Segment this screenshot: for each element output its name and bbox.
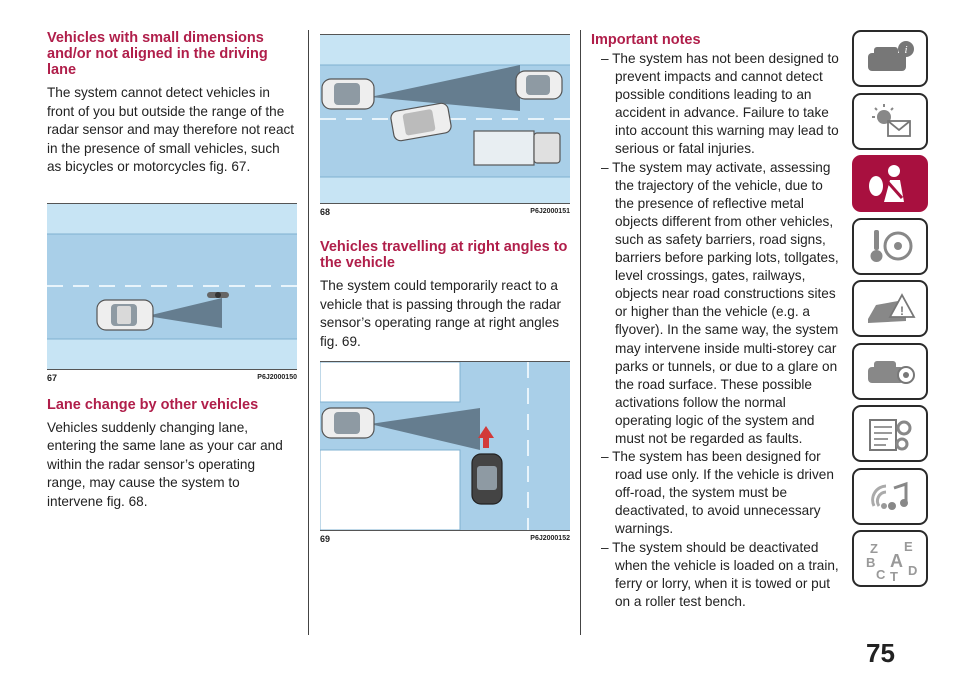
paragraph-lane-change: Vehicles suddenly changing lane, enterin… bbox=[47, 419, 283, 509]
paragraph-small-vehicles: The system cannot detect vehicles in fro… bbox=[47, 85, 295, 174]
index-letter: C bbox=[876, 567, 886, 581]
tab-starting-driving[interactable] bbox=[852, 217, 928, 275]
column-1: Vehicles with small dimensions and/or no… bbox=[47, 30, 297, 511]
tab-safety[interactable] bbox=[852, 155, 928, 212]
van-icon bbox=[390, 102, 452, 142]
heading-lane-change: Lane change by other vehicles bbox=[47, 396, 259, 413]
svg-text:!: ! bbox=[900, 304, 904, 318]
car-maintenance-icon bbox=[868, 361, 915, 384]
tab-servicing-care[interactable] bbox=[852, 342, 928, 400]
index-letter: B bbox=[866, 555, 875, 570]
tab-knowing-your-car[interactable]: i bbox=[852, 30, 928, 87]
figure-69-illustration bbox=[320, 362, 570, 530]
tab-warning-lights[interactable] bbox=[852, 92, 928, 150]
car-emergency-icon: ! bbox=[868, 292, 916, 323]
heading-important-notes: Important notes bbox=[591, 32, 701, 48]
figure-67-number: 67 bbox=[47, 372, 58, 383]
figure-68 bbox=[320, 34, 570, 204]
motorcycle-icon bbox=[207, 291, 229, 298]
car-icon bbox=[96, 298, 154, 331]
figure-67-code: P6J2000150 bbox=[257, 373, 297, 381]
key-steering-wheel-icon bbox=[870, 230, 913, 262]
chapter-sidebar: i ! bbox=[852, 30, 928, 593]
warning-lights-icon bbox=[872, 104, 911, 137]
column-2: 68 P6J2000151 Vehicles travelling at rig… bbox=[320, 34, 570, 544]
figure-67 bbox=[47, 202, 297, 370]
note-item: – The system has been designed for road … bbox=[601, 449, 834, 537]
tab-index[interactable]: Z E B A C D T bbox=[852, 530, 928, 587]
column-divider-2 bbox=[580, 30, 581, 635]
tab-technical-data[interactable] bbox=[852, 405, 928, 462]
index-letter: T bbox=[890, 569, 898, 581]
index-letter: D bbox=[908, 563, 917, 578]
car-icon bbox=[471, 453, 503, 505]
index-letter: E bbox=[904, 539, 913, 554]
tab-in-an-emergency[interactable]: ! bbox=[852, 280, 928, 337]
heading-right-angles: Vehicles travelling at right angles to t… bbox=[320, 239, 568, 271]
column-divider-1 bbox=[308, 30, 309, 635]
paragraph-right-angles: The system could temporarily react to a … bbox=[320, 278, 562, 349]
car-icon bbox=[321, 78, 375, 110]
figure-69 bbox=[320, 361, 570, 531]
heading-small-vehicles: Vehicles with small dimensions and/or no… bbox=[47, 30, 268, 78]
arrow-up-icon bbox=[478, 426, 494, 448]
index-letter: Z bbox=[870, 541, 878, 556]
figure-68-caption: 68 P6J2000151 bbox=[320, 207, 570, 217]
svg-text:i: i bbox=[904, 44, 907, 56]
column-3: Important notes – The system has not bee… bbox=[591, 32, 843, 611]
page-number: 75 bbox=[866, 638, 895, 668]
truck-icon bbox=[473, 130, 561, 166]
note-item: – The system may activate, assessing the… bbox=[601, 159, 839, 446]
technical-data-icon bbox=[869, 418, 912, 451]
car-info-icon: i bbox=[868, 40, 914, 71]
tab-multimedia[interactable] bbox=[852, 467, 928, 525]
multimedia-icon bbox=[871, 481, 908, 510]
figure-69-code: P6J2000152 bbox=[530, 535, 570, 542]
car-icon bbox=[321, 407, 375, 439]
note-item: – The system has not been designed to pr… bbox=[601, 51, 839, 157]
figure-69-number: 69 bbox=[320, 534, 331, 544]
index-icon: Z E B A C D T bbox=[866, 539, 917, 581]
notes-list: – The system has not been designed to pr… bbox=[591, 50, 843, 611]
note-item: – The system should be deactivated when … bbox=[601, 539, 839, 609]
index-letter: A bbox=[890, 551, 903, 571]
car-icon bbox=[515, 70, 563, 100]
figure-68-illustration bbox=[320, 35, 570, 203]
figure-68-number: 68 bbox=[320, 207, 331, 217]
figure-67-illustration bbox=[47, 203, 297, 369]
figure-69-caption: 69 P6J2000152 bbox=[320, 534, 570, 544]
figure-68-code: P6J2000151 bbox=[530, 208, 570, 215]
airbag-seatbelt-icon bbox=[869, 164, 904, 202]
figure-67-caption: 67 P6J2000150 bbox=[47, 373, 297, 383]
